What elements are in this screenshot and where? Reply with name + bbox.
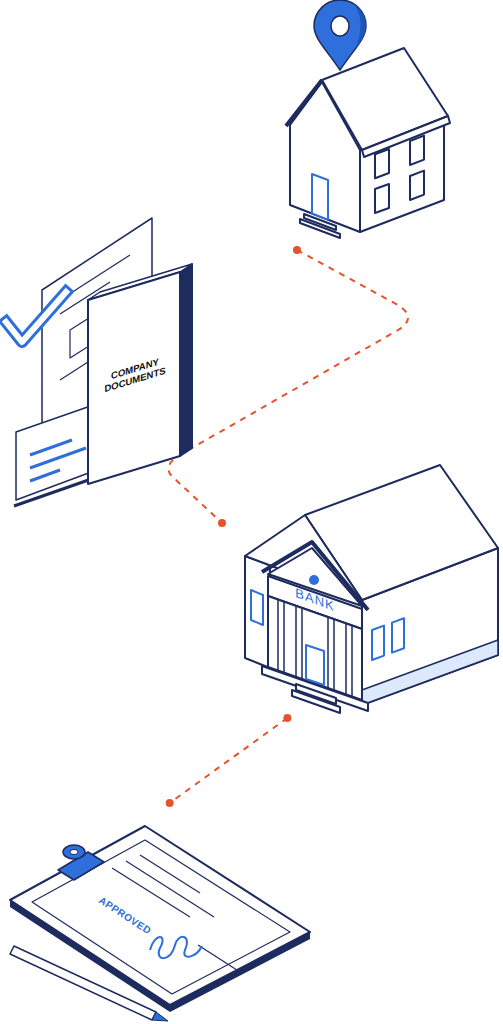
bank-illustration-part-part [351, 626, 353, 697]
bank-illustration-part-part [327, 617, 329, 688]
bank-illustration-part [309, 575, 319, 585]
bank-illustration-part-part [345, 623, 347, 694]
house-illustration-part [286, 80, 322, 126]
documents-illustration [6, 218, 192, 506]
bank-building: BANK [245, 465, 502, 718]
bank-illustration [245, 465, 498, 713]
documents-illustration-part [6, 292, 66, 342]
dashed-connector-line [170, 718, 288, 803]
bank-illustration-part [251, 590, 263, 625]
document-book: COMPANY DOCUMENTS [88, 264, 192, 486]
clipboard-illustration-part [152, 1012, 168, 1021]
clipboard-illustration [10, 826, 310, 1021]
bank-illustration-part-part [283, 602, 285, 673]
location-pin-part [314, 0, 366, 70]
location-pin-part [331, 16, 349, 36]
bank-illustration-part-part [277, 600, 279, 671]
bank-illustration-part-part [295, 606, 297, 677]
node-text: BANK [285, 582, 345, 618]
dashed-route [168, 246, 408, 527]
house-illustration-part [410, 136, 424, 165]
clipboard-illustration-part [198, 945, 240, 972]
location-pin [314, 0, 366, 70]
bank-illustration-part [292, 690, 340, 713]
documents-illustration-part [60, 362, 88, 380]
node-text: COMPANY DOCUMENTS [92, 351, 178, 399]
clipboard-illustration-part [70, 849, 78, 854]
node-text: APPROVED [84, 886, 166, 944]
bank-illustration-part [245, 556, 270, 668]
documents-illustration-part [30, 440, 72, 455]
documents-illustration-part [88, 272, 180, 484]
house-illustration-part [375, 184, 389, 213]
documents-illustration-part [30, 470, 60, 481]
house-illustration-part [375, 149, 389, 178]
bank-illustration-part [392, 618, 404, 652]
clipboard-illustration-part [10, 946, 156, 1020]
house-illustration-part [312, 174, 328, 220]
clipboard-illustration-part [140, 855, 200, 893]
clipboard-illustration-part [63, 845, 85, 859]
house-illustration-part [362, 116, 450, 157]
clipboard-illustration-part [10, 826, 310, 1005]
location-pin-part [352, 3, 366, 52]
dashed-connector [166, 714, 292, 807]
bank-illustration-part [306, 645, 324, 685]
connector-dot [166, 799, 174, 807]
dashed-route-part [218, 519, 226, 527]
clipboard-illustration-part [150, 937, 202, 958]
clipboard-illustration-part [32, 840, 290, 994]
dashed-route-part [293, 246, 301, 254]
documents-illustration-part [30, 448, 86, 468]
documents-illustration-part [6, 292, 66, 342]
documents-illustration-part [180, 264, 192, 456]
clipboard-illustration-part [126, 861, 214, 917]
connector-dot [283, 714, 291, 722]
dashed-route-part [168, 250, 408, 523]
house-illustration-part [410, 171, 424, 200]
bank-illustration-part [372, 626, 384, 660]
house-illustration-part [300, 219, 340, 238]
bank-illustration-part-part [333, 619, 335, 690]
bank-illustration-part-part [301, 608, 303, 679]
house-illustration [286, 48, 450, 238]
approval-clipboard: APPROVED [8, 803, 313, 1018]
